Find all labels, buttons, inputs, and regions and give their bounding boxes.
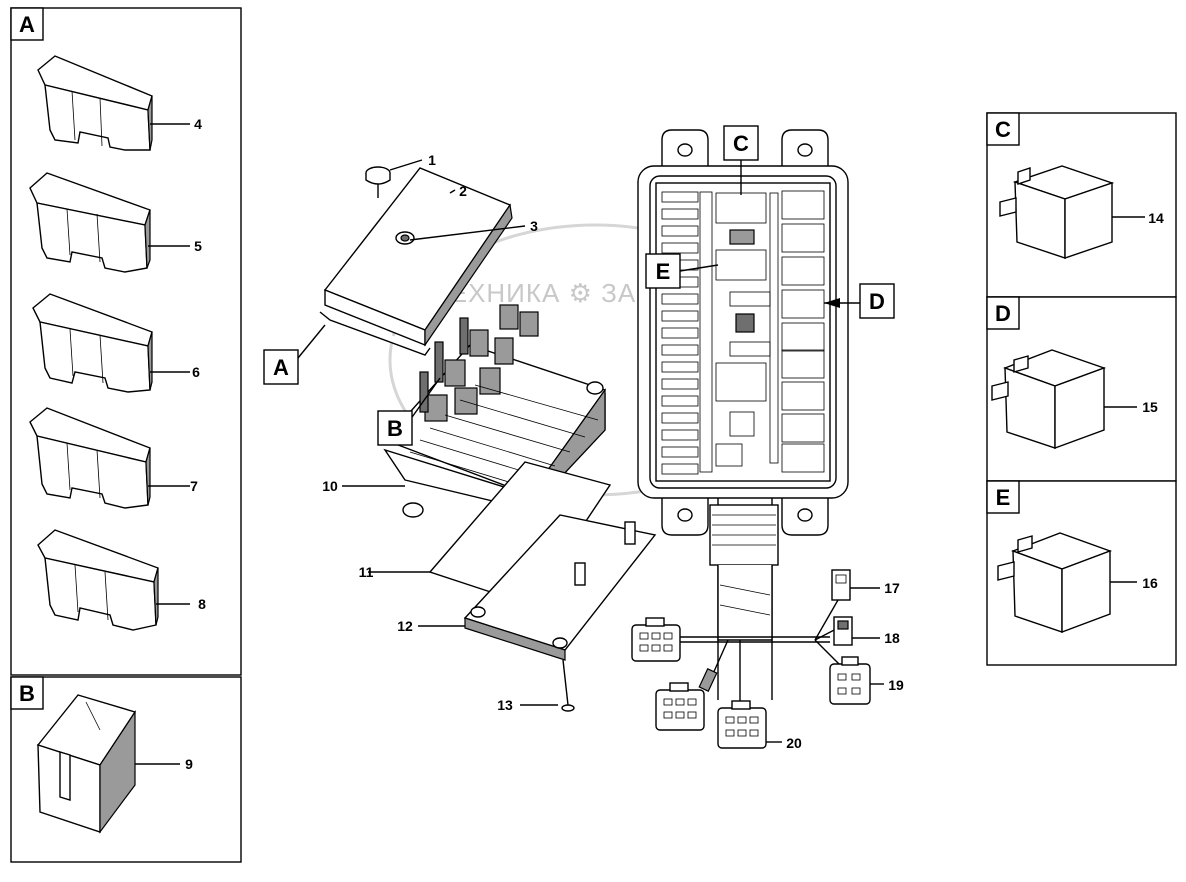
label-16: 16 bbox=[1142, 575, 1158, 591]
fuse-4 bbox=[37, 55, 190, 151]
callout-b: B bbox=[377, 377, 441, 446]
relay-14 bbox=[999, 165, 1145, 259]
panel-a: A bbox=[10, 7, 242, 676]
panel-c-letter: C bbox=[995, 117, 1011, 142]
label-3: 3 bbox=[530, 218, 538, 234]
svg-text:A: A bbox=[273, 355, 289, 380]
label-19: 19 bbox=[888, 677, 904, 693]
label-9: 9 bbox=[185, 756, 193, 772]
label-13: 13 bbox=[497, 697, 513, 713]
label-18: 18 bbox=[884, 630, 900, 646]
callout-d: D bbox=[824, 283, 895, 319]
panel-a-letter: A bbox=[19, 12, 35, 37]
label-6: 6 bbox=[192, 364, 200, 380]
fuse-box-top-view bbox=[637, 129, 849, 700]
label-15: 15 bbox=[1142, 399, 1158, 415]
label-4: 4 bbox=[194, 116, 202, 132]
label-5: 5 bbox=[194, 238, 202, 254]
panel-c: C 14 bbox=[986, 112, 1177, 298]
fuse-box-assembly bbox=[319, 159, 657, 712]
wire-harness bbox=[680, 599, 841, 705]
label-8: 8 bbox=[198, 596, 206, 612]
fuse-5 bbox=[29, 172, 190, 273]
panel-d: D 15 bbox=[986, 296, 1177, 482]
svg-text:C: C bbox=[733, 131, 749, 156]
label-20: 20 bbox=[786, 735, 802, 751]
fuse-column-mid bbox=[699, 191, 713, 473]
label-10: 10 bbox=[322, 478, 338, 494]
callout-e: E bbox=[645, 253, 719, 289]
svg-text:B: B bbox=[387, 416, 403, 441]
label-7: 7 bbox=[190, 478, 198, 494]
connector-left bbox=[631, 617, 681, 662]
label-11: 11 bbox=[359, 564, 374, 580]
panel-d-letter: D bbox=[995, 301, 1011, 326]
label-2: 2 bbox=[459, 183, 467, 199]
svg-text:D: D bbox=[869, 289, 885, 314]
fuse-8 bbox=[37, 529, 190, 631]
fuse-7 bbox=[29, 407, 190, 509]
panel-e-letter: E bbox=[996, 485, 1011, 510]
label-17: 17 bbox=[884, 580, 900, 596]
panel-b: B 9 bbox=[10, 676, 242, 863]
label-1: 1 bbox=[428, 152, 436, 168]
label-14: 14 bbox=[1148, 210, 1164, 226]
relay-15 bbox=[991, 349, 1137, 450]
panel-b-letter: B bbox=[19, 681, 35, 706]
connector-17 bbox=[831, 569, 880, 601]
callout-c: C bbox=[723, 125, 759, 195]
relay-blocks bbox=[419, 304, 539, 422]
fuse-6 bbox=[32, 293, 190, 393]
connector-20a bbox=[655, 682, 705, 731]
relay-16 bbox=[997, 532, 1137, 634]
connector-20 bbox=[717, 700, 782, 749]
panel-e: E 16 bbox=[986, 480, 1177, 666]
callout-a: A bbox=[263, 324, 326, 385]
svg-text:E: E bbox=[656, 259, 671, 284]
connector-18 bbox=[833, 616, 880, 646]
connector-19 bbox=[829, 656, 884, 705]
label-12: 12 bbox=[397, 618, 413, 634]
jumper-9 bbox=[36, 694, 180, 834]
